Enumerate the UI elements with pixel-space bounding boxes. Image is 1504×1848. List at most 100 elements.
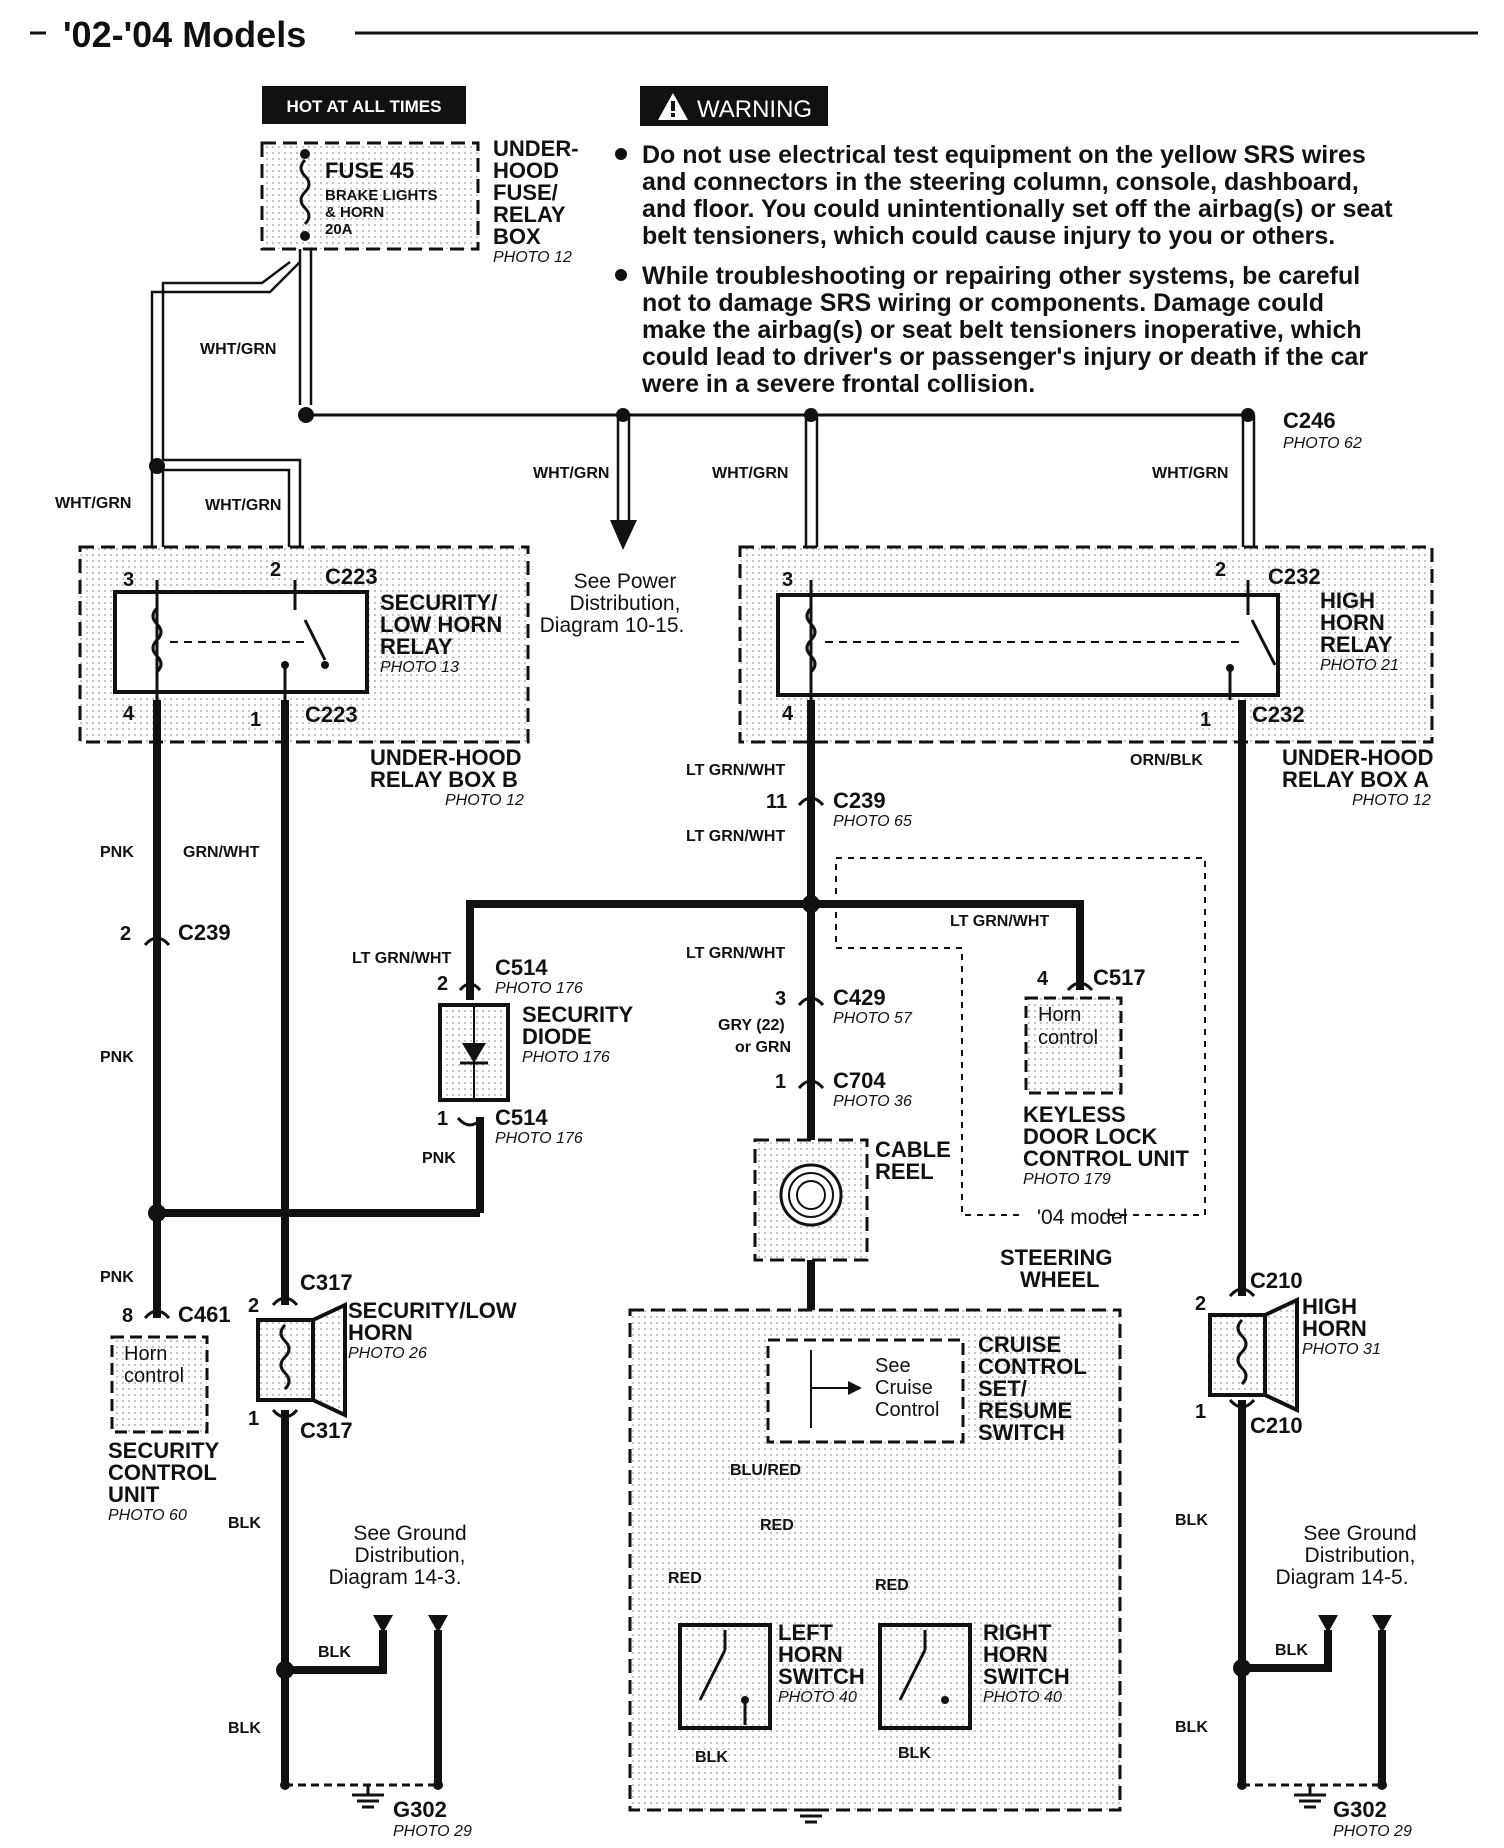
svg-text:ORN/BLK: ORN/BLK (1130, 752, 1203, 769)
svg-text:3: 3 (123, 569, 134, 591)
svg-text:Diagram 14-3.: Diagram 14-3. (328, 1566, 461, 1589)
svg-text:BLK: BLK (898, 1745, 931, 1762)
under-hood-fuse-relay-box-label: UNDER- HOOD FUSE/ RELAY BOX PHOTO 12 (493, 136, 579, 266)
svg-text:WHT/GRN: WHT/GRN (533, 465, 609, 482)
svg-text:C223: C223 (325, 564, 378, 589)
svg-text:LT GRN/WHT: LT GRN/WHT (950, 913, 1049, 930)
svg-text:'04 model: '04 model (1037, 1206, 1127, 1229)
svg-text:LT GRN/WHT: LT GRN/WHT (686, 762, 785, 779)
svg-text:could lead to driver's or pass: could lead to driver's or passenger's in… (642, 343, 1368, 371)
svg-text:SWITCH: SWITCH (778, 1664, 865, 1689)
svg-text:LEFT: LEFT (778, 1620, 834, 1645)
svg-text:WHT/GRN: WHT/GRN (200, 341, 276, 358)
svg-text:C317: C317 (300, 1270, 353, 1295)
svg-text:UNDER-: UNDER- (493, 136, 579, 161)
svg-text:SECURITY/: SECURITY/ (380, 590, 497, 615)
svg-text:LOW HORN: LOW HORN (380, 612, 502, 637)
page-title: '02-'04 Models (63, 14, 306, 55)
svg-text:and connectors in the steering: and connectors in the steering column, c… (642, 168, 1359, 196)
fuse-45: FUSE 45 BRAKE LIGHTS & HORN 20A (260, 141, 480, 251)
svg-text:BLK: BLK (1275, 1642, 1308, 1659)
svg-text:C514: C514 (495, 955, 548, 980)
svg-text:3: 3 (782, 569, 793, 591)
security-control-unit: 8 C461 Horn control SECURITY CONTROL UNI… (108, 1302, 231, 1524)
svg-text:or GRN: or GRN (735, 1039, 791, 1056)
svg-text:DOOR LOCK: DOOR LOCK (1023, 1124, 1158, 1149)
svg-text:RESUME: RESUME (978, 1398, 1072, 1423)
svg-text:Control: Control (875, 1399, 939, 1421)
svg-text:SET/: SET/ (978, 1376, 1027, 1401)
svg-text:SECURITY: SECURITY (522, 1002, 634, 1027)
svg-text:belt tensioners, which could c: belt tensioners, which could cause injur… (642, 222, 1335, 250)
svg-text:GRY (22): GRY (22) (718, 1017, 785, 1034)
svg-text:1: 1 (1195, 1401, 1206, 1423)
svg-text:PHOTO 36: PHOTO 36 (833, 1093, 912, 1110)
svg-text:3: 3 (775, 988, 786, 1010)
svg-text:PHOTO 179: PHOTO 179 (1023, 1171, 1111, 1188)
svg-text:C514: C514 (495, 1105, 548, 1130)
svg-text:HOT AT ALL TIMES: HOT AT ALL TIMES (287, 97, 442, 116)
svg-text:C704: C704 (833, 1068, 886, 1093)
svg-text:and floor. You could unintenti: and floor. You could unintentionally set… (642, 195, 1393, 223)
svg-text:CONTROL UNIT: CONTROL UNIT (1023, 1146, 1189, 1171)
svg-text:4: 4 (123, 703, 135, 725)
svg-text:PNK: PNK (100, 1049, 134, 1066)
svg-text:WHT/GRN: WHT/GRN (55, 495, 131, 512)
svg-text:C223: C223 (305, 702, 358, 727)
svg-text:C246: C246 (1283, 408, 1336, 433)
warning-block: WARNING Do not use electrical test equip… (615, 86, 1393, 398)
svg-text:While troubleshooting or repai: While troubleshooting or repairing other… (642, 262, 1360, 290)
svg-text:KEYLESS: KEYLESS (1023, 1102, 1126, 1127)
bullet-icon (615, 269, 627, 281)
svg-text:PHOTO 13: PHOTO 13 (380, 659, 459, 676)
svg-text:BLU/RED: BLU/RED (730, 1462, 801, 1479)
svg-text:See: See (875, 1355, 911, 1377)
svg-text:STEERING: STEERING (1000, 1245, 1112, 1270)
svg-text:LT GRN/WHT: LT GRN/WHT (686, 945, 785, 962)
svg-text:PHOTO 40: PHOTO 40 (778, 1689, 857, 1706)
page-header: '02-'04 Models (30, 14, 1478, 55)
keyless-door-lock-control-unit: LT GRN/WHT 4 C517 Horn control KEYLESS D… (835, 857, 1206, 1229)
svg-text:CONTROL: CONTROL (978, 1354, 1087, 1379)
svg-text:PHOTO 29: PHOTO 29 (393, 1823, 472, 1840)
under-hood-relay-box-a-label: UNDER-HOOD RELAY BOX A PHOTO 12 (1282, 745, 1434, 809)
svg-text:HIGH: HIGH (1302, 1294, 1357, 1319)
svg-text:PHOTO 12: PHOTO 12 (493, 249, 572, 266)
cable-reel: CABLE REEL (753, 1137, 951, 1262)
svg-text:PHOTO 12: PHOTO 12 (1352, 792, 1431, 809)
svg-text:RELAY: RELAY (380, 634, 453, 659)
svg-text:11: 11 (766, 791, 787, 813)
svg-text:8: 8 (122, 1305, 133, 1327)
svg-text:HORN: HORN (1302, 1316, 1367, 1341)
svg-text:C239: C239 (833, 788, 886, 813)
svg-text:REEL: REEL (875, 1159, 934, 1184)
svg-text:WARNING: WARNING (697, 96, 812, 123)
svg-text:4: 4 (1037, 968, 1049, 990)
svg-text:PHOTO 176: PHOTO 176 (495, 1130, 583, 1147)
svg-text:RED: RED (875, 1577, 909, 1594)
svg-text:HOOD: HOOD (493, 158, 559, 183)
svg-text:2: 2 (120, 923, 131, 945)
svg-text:BLK: BLK (1175, 1512, 1208, 1529)
under-hood-relay-box-b-label: UNDER-HOOD RELAY BOX B PHOTO 12 (370, 745, 524, 809)
svg-text:PHOTO 62: PHOTO 62 (1283, 435, 1362, 452)
svg-text:BLK: BLK (228, 1515, 261, 1532)
svg-text:Distribution,: Distribution, (1305, 1544, 1416, 1567)
svg-text:BLK: BLK (1175, 1719, 1208, 1736)
svg-text:1: 1 (1200, 709, 1211, 731)
svg-text:Horn: Horn (124, 1343, 167, 1365)
security-low-horn: 2 C317 SECURITY/LOW HORN PHOTO 26 1 C317… (228, 1270, 517, 1532)
bullet-icon (615, 148, 627, 160)
svg-text:not to damage SRS wiring or co: not to damage SRS wiring or components. … (642, 289, 1324, 317)
svg-text:RELAY BOX A: RELAY BOX A (1282, 767, 1429, 792)
svg-text:C317: C317 (300, 1418, 353, 1443)
svg-text:were in a severe frontal colli: were in a severe frontal collision. (641, 370, 1035, 398)
svg-text:HORN: HORN (1320, 610, 1385, 635)
svg-text:Do not use electrical test equ: Do not use electrical test equipment on … (642, 141, 1366, 169)
svg-text:PHOTO 12: PHOTO 12 (445, 792, 524, 809)
svg-text:HORN: HORN (778, 1642, 843, 1667)
svg-text:C210: C210 (1250, 1268, 1303, 1293)
svg-text:4: 4 (782, 703, 794, 725)
svg-text:control: control (1038, 1027, 1098, 1049)
